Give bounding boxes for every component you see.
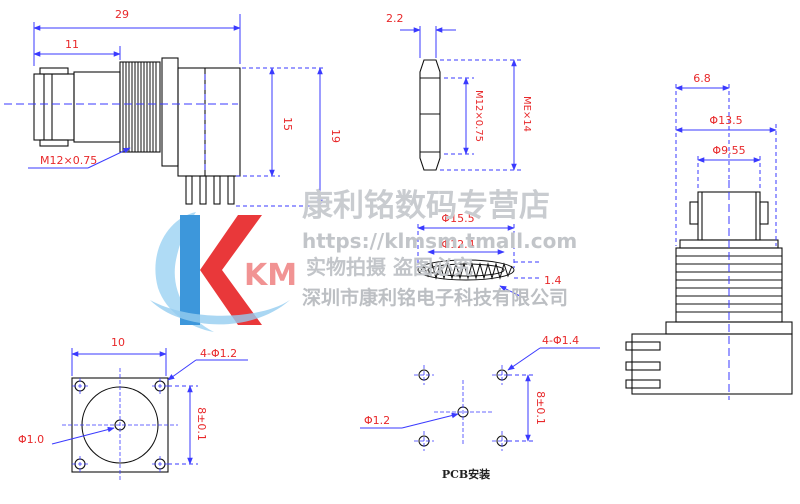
dim-front-length: [33, 46, 121, 60]
thread-callout-label: M12×0.75: [40, 154, 97, 167]
km-logo: KM: [150, 212, 297, 332]
pcb-holes-label: 4-Φ1.4: [542, 334, 579, 347]
flange-holes-label: 4-Φ1.2: [200, 347, 237, 360]
dim-washer-thickness: [499, 261, 540, 297]
dim-6-8-label: 6.8: [693, 72, 711, 85]
dim-side-inner: [697, 156, 761, 190]
watermark-slogan: 实物拍摄 盗图必究: [306, 255, 473, 279]
dim-19-label: 19: [329, 129, 342, 143]
dim-29-label: 29: [115, 8, 129, 21]
dim-nut-outer-label: ME×14: [521, 96, 532, 132]
dim-height-15: [236, 67, 280, 177]
dim-1-4-label: 1.4: [544, 274, 562, 287]
dim-nut-width: [400, 26, 456, 58]
right-view-drawing: [625, 191, 793, 395]
dim-washer-outer: [417, 224, 515, 268]
watermark-company: 深圳市康利铭电子科技有限公司: [302, 286, 568, 309]
side-view-drawing: [33, 57, 241, 205]
dim-flange-pitch: [168, 385, 198, 465]
dim-overall-length: [33, 14, 241, 66]
washer-drawing: [417, 259, 515, 281]
dim-nut-inner-label: M12×0.75: [473, 90, 484, 142]
pcb-centerlines: [414, 365, 512, 451]
dim-side-inner-label: Φ9.55: [712, 144, 745, 157]
pcb-caption: PCB安装: [442, 467, 490, 481]
dim-washer-inner-label: Φ12.4: [441, 238, 474, 251]
dim-15-label: 15: [281, 117, 294, 131]
text-watermark: 康利铭数码专营店 https://klmsm.tmall.com 实物拍摄 盗图…: [302, 188, 577, 309]
dim-side-offset: [675, 84, 730, 246]
center-pin-label: Φ1.0: [18, 433, 44, 446]
dim-height-19: [236, 67, 326, 207]
pcb-center-hole-label: Φ1.2: [364, 414, 390, 427]
flange-centerlines: [62, 368, 178, 482]
dim-pcb-pitch: [508, 374, 536, 442]
logo-letters: KM: [244, 258, 297, 293]
dim-flange-pitch-label: 8±0.1: [195, 407, 208, 441]
dim-11-label: 11: [65, 38, 79, 51]
dim-side-outer: [675, 124, 777, 246]
watermark-url: https://klmsm.tmall.com: [302, 229, 577, 253]
dim-nut-outer: [440, 59, 522, 171]
dim-side-outer-label: Φ13.5: [709, 114, 742, 127]
watermark-shop-name: 康利铭数码专营店: [302, 188, 550, 224]
dim-nut-inner: [444, 77, 474, 155]
dim-pcb-pitch-label: 8±0.1: [534, 391, 547, 425]
dim-10-label: 10: [111, 336, 125, 349]
nut-drawing: [419, 59, 441, 171]
dim-2-2-label: 2.2: [386, 12, 404, 25]
dim-flange-width: [71, 348, 167, 376]
dim-washer-outer-label: Φ15.5: [441, 212, 474, 225]
